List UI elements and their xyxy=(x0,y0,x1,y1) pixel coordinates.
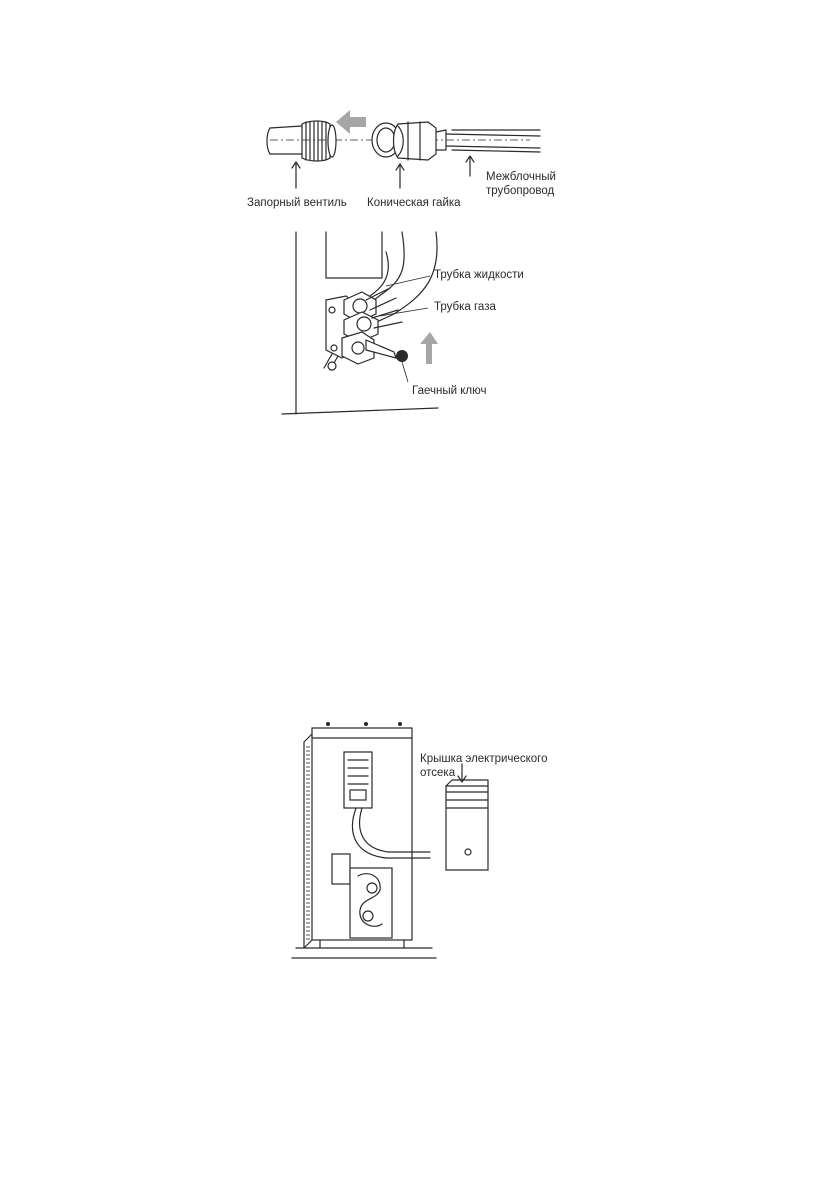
outdoor-unit-figure: Крышка электрического отсека xyxy=(276,720,548,965)
flare-connection-drawing xyxy=(266,110,541,189)
label-wrench: Гаечный ключ xyxy=(412,385,487,397)
thread-group xyxy=(301,120,337,162)
direction-arrow xyxy=(336,110,366,134)
valve-tightening-figure: Трубка жидкости Трубка газа Гаечный ключ xyxy=(262,228,562,418)
valve-tightening-drawing xyxy=(281,231,439,415)
label-pipe-line-1: Межблочный xyxy=(486,171,556,183)
label-pipe-line-2: трубопровод xyxy=(486,185,555,197)
label-flare-nut: Коническая гайка xyxy=(367,197,461,209)
label-cover-line-2: отсека xyxy=(420,767,456,779)
label-gas-pipe: Трубка газа xyxy=(434,301,496,313)
flare-connection-figure: Запорный вентиль Коническая гайка Межбло… xyxy=(240,100,570,210)
tighten-arrow xyxy=(420,332,438,364)
outdoor-unit-drawing xyxy=(291,722,489,959)
side-fins xyxy=(303,733,313,949)
electrical-cover xyxy=(445,779,489,871)
label-shutoff-valve: Запорный вентиль xyxy=(247,197,347,209)
label-cover-line-1: Крышка электрического xyxy=(420,753,548,765)
label-liquid-pipe: Трубка жидкости xyxy=(434,269,524,281)
